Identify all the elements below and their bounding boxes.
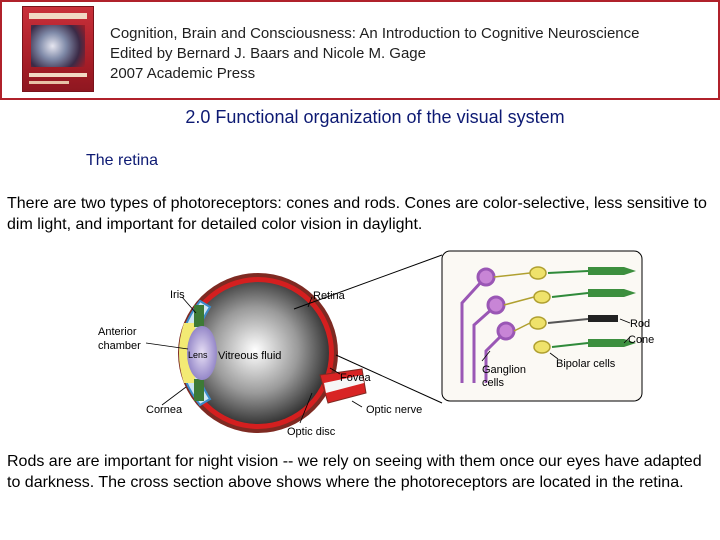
leader-iris (181, 296, 197, 314)
label-lens: Lens (188, 350, 208, 360)
leader-optic-nerve (351, 400, 363, 408)
paragraph-photoreceptors: There are two types of photoreceptors: c… (7, 195, 707, 233)
label-retina: Retina (313, 290, 346, 302)
zoom-line-top (293, 254, 443, 310)
label-chamber: chamber (98, 340, 141, 352)
lens-shape (187, 326, 217, 380)
book-citation: Cognition, Brain and Consciousness: An I… (110, 24, 639, 84)
vitreous-body (187, 282, 329, 424)
label-anterior: Anterior (98, 326, 137, 338)
photoreceptors (547, 267, 636, 348)
label-rod: Rod (630, 318, 650, 330)
zoom-line-bottom (335, 354, 443, 404)
label-iris: Iris (170, 289, 185, 301)
label-optic-disc: Optic disc (287, 426, 336, 438)
leader-fovea (329, 367, 341, 375)
iris-shape (194, 305, 204, 327)
book-header: Cognition, Brain and Consciousness: An I… (0, 0, 720, 100)
optic-nerve-sheath (324, 375, 364, 393)
leader-bipolar (549, 352, 559, 360)
leader-ganglion (481, 350, 491, 362)
eye-retina-diagram: Iris Retina Anterior chamber Lens Vitreo… (98, 250, 654, 438)
label-cells: cells (482, 377, 505, 389)
label-vitreous: Vitreous fluid (218, 350, 281, 362)
label-cone: Cone (628, 334, 654, 346)
book-title: Cognition, Brain and Consciousness: An I… (110, 25, 640, 42)
label-optic-nerve: Optic nerve (366, 404, 422, 416)
paragraph-rods: Rods are are important for night vision … (7, 453, 702, 491)
leader-cone (623, 336, 631, 344)
bipolar-cells (493, 266, 551, 354)
slide-title: 2.0 Functional organization of the visua… (185, 107, 565, 127)
label-ganglion: Ganglion (482, 364, 526, 376)
slide-subtitle: The retina (86, 152, 159, 169)
leader-retina (307, 296, 313, 308)
label-fovea: Fovea (340, 372, 371, 384)
leader-cornea (161, 386, 187, 406)
iris-shape-lower (194, 379, 204, 401)
book-publisher: 2007 Academic Press (110, 65, 256, 82)
label-bipolar: Bipolar cells (556, 358, 616, 370)
leader-optic-disc (299, 392, 313, 424)
book-cover-image (22, 6, 94, 92)
leader-rod (619, 318, 631, 324)
ganglion-cells (460, 267, 516, 383)
label-cornea: Cornea (146, 404, 183, 416)
leader-anterior (145, 342, 189, 350)
book-editors: Edited by Bernard J. Baars and Nicole M.… (110, 45, 426, 62)
